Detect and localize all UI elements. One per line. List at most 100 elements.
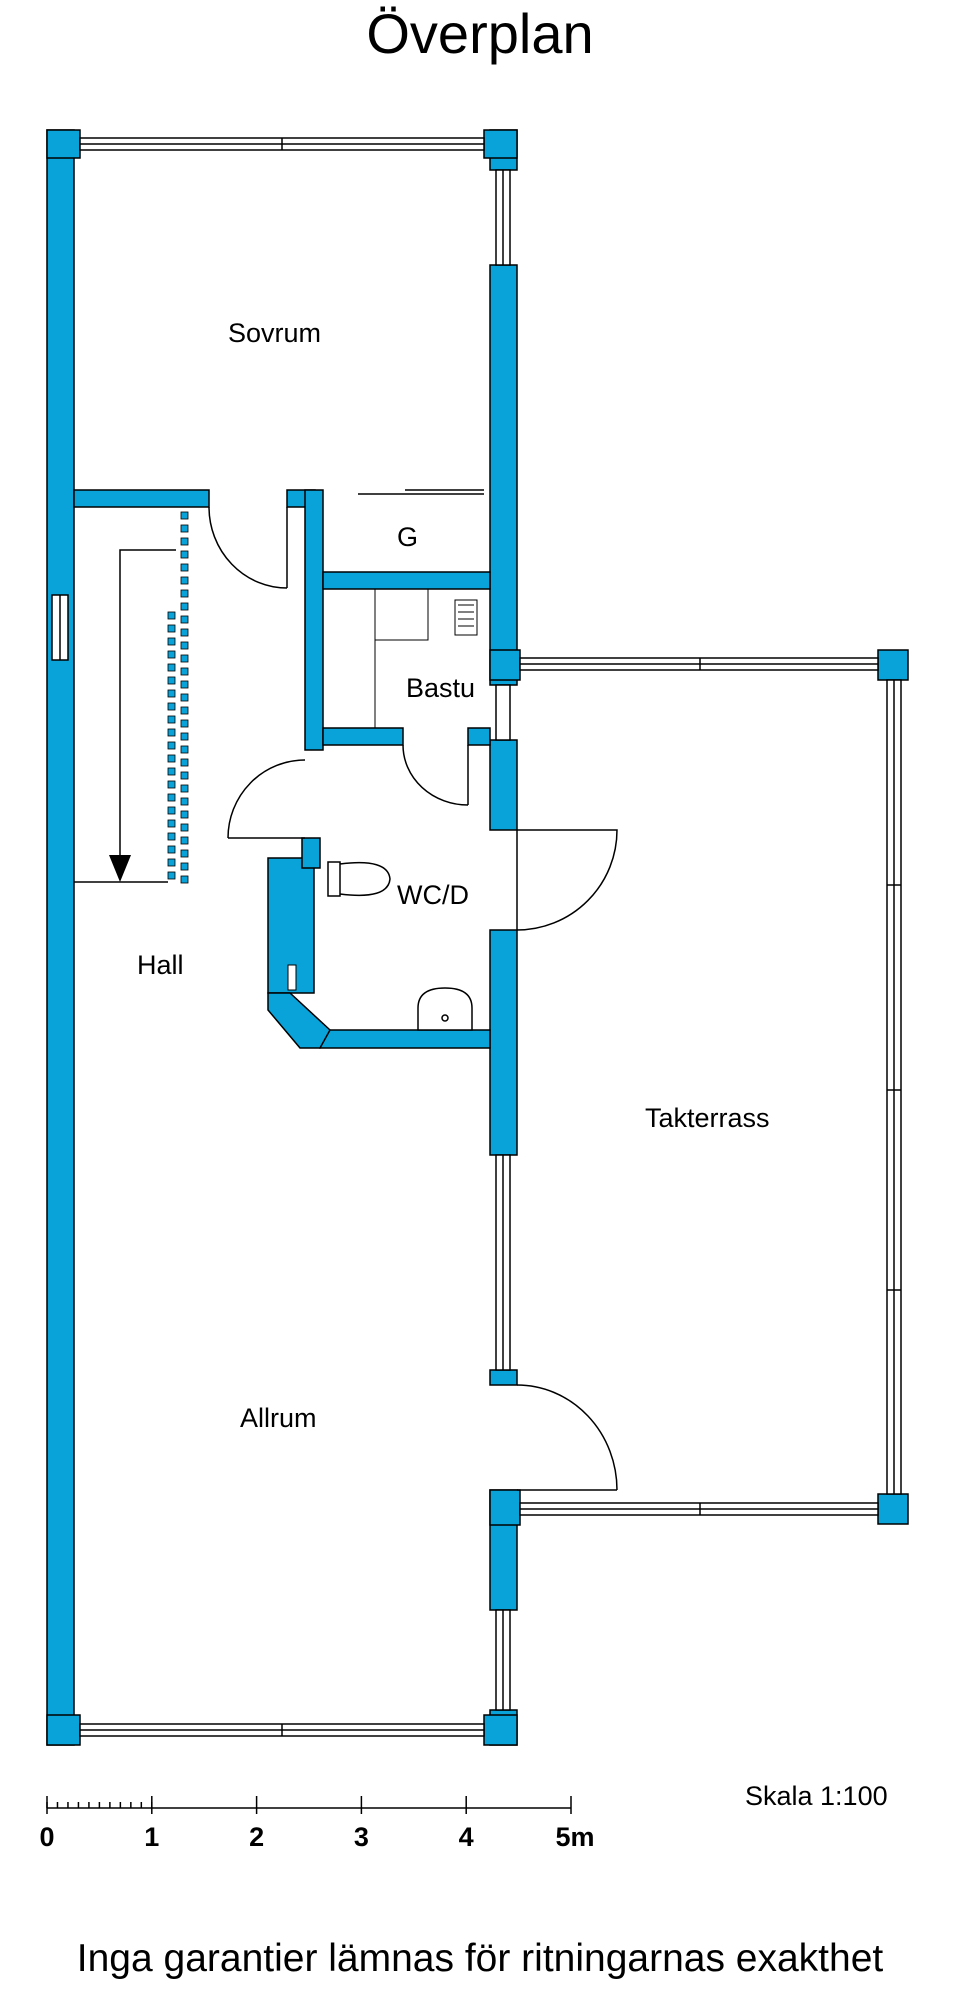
scale-label: 3 (354, 1822, 369, 1852)
stair-dot (167, 754, 176, 763)
stair-dot (180, 862, 189, 871)
stair-dot (180, 615, 189, 624)
stair-dot (167, 871, 176, 880)
wall-left (46, 129, 75, 1746)
scale-label: 4 (459, 1822, 474, 1852)
stair-dot (167, 806, 176, 815)
scale-label: 0 (39, 1822, 54, 1852)
room-label-sovrum: Sovrum (228, 318, 321, 348)
corner-bottom-right (483, 1714, 518, 1746)
doors (208, 489, 618, 1491)
stair-dot (180, 693, 189, 702)
room-label-wc: WC/D (397, 880, 469, 910)
toilet-icon (327, 861, 391, 897)
stair-dot (167, 663, 176, 672)
stair-dot (167, 780, 176, 789)
stair-railing-dots-inner (167, 611, 176, 880)
stair-dot (180, 758, 189, 767)
corner-terrace-tl (489, 649, 521, 681)
sink-icon (417, 987, 473, 1031)
stair-dot (167, 650, 176, 659)
corner-bottom-left (46, 1714, 81, 1746)
windows (51, 137, 902, 1737)
room-label-g: G (397, 522, 418, 552)
stair-dot (180, 849, 189, 858)
stair-dot (180, 576, 189, 585)
stair-dot (180, 602, 189, 611)
stair-dot (180, 680, 189, 689)
stair-dot (167, 611, 176, 620)
door-sovrum (208, 506, 288, 589)
door-wc-right (516, 829, 618, 931)
disclaimer: Inga garantier lämnas för ritningarnas e… (76, 1937, 884, 1980)
window-bastu (495, 684, 511, 741)
wall-wc-diagonal (267, 992, 331, 1049)
scale-text: Skala 1:100 (745, 1781, 888, 1811)
stair-dot (180, 797, 189, 806)
scale-label: 2 (249, 1822, 264, 1852)
stair-arrow-head (109, 855, 131, 882)
stair-dot (167, 767, 176, 776)
corner-terrace-br (877, 1493, 909, 1525)
corner-top-right (483, 129, 518, 159)
stair-dot (180, 537, 189, 546)
room-label-hall: Hall (137, 950, 184, 980)
stair-railing-dots (180, 511, 189, 884)
stair-dot (180, 667, 189, 676)
stair-dot (167, 676, 176, 685)
stair-dot (167, 728, 176, 737)
wall-g-left (304, 489, 324, 751)
stair-dot (180, 563, 189, 572)
wall-sovrum-left (73, 489, 210, 508)
wall-right-mid (489, 264, 518, 686)
wall-right-door (489, 1369, 518, 1386)
stair-dot (180, 654, 189, 663)
stair-dot (167, 845, 176, 854)
stair-dot (167, 832, 176, 841)
corner-terrace-tr (877, 649, 909, 681)
scale-bar (46, 1796, 572, 1814)
wall-bastu-bottom-a (322, 727, 404, 746)
wall-right-wc2 (489, 929, 518, 1156)
scale-label: 1 (144, 1822, 159, 1852)
plan-title: Överplan (366, 2, 594, 65)
stair-dot (180, 641, 189, 650)
stair-dot (167, 858, 176, 867)
stair-dot (180, 732, 189, 741)
door-wc-left (227, 759, 306, 839)
stair-arrow-line (119, 549, 176, 860)
stair-dot (167, 702, 176, 711)
corner-terrace-bl (489, 1489, 521, 1526)
stair-dot (180, 550, 189, 559)
wall-wc-top (301, 837, 321, 869)
stair-dot (167, 637, 176, 646)
stair-dot (180, 706, 189, 715)
stair-dot (167, 819, 176, 828)
wall-wc-bottom (319, 1029, 491, 1049)
stair-dot (180, 628, 189, 637)
stair-dot (180, 511, 189, 520)
stair-dot (180, 823, 189, 832)
stair-dot (180, 745, 189, 754)
sauna-benches (374, 589, 478, 728)
wc-fixtures (287, 861, 473, 1031)
stair-dot (167, 741, 176, 750)
stair-dot (180, 589, 189, 598)
stair-dot (167, 793, 176, 802)
room-label-bastu: Bastu (406, 673, 475, 703)
walls (46, 129, 909, 1746)
tap-icon (287, 964, 297, 991)
room-label-takterrass: Takterrass (645, 1103, 770, 1133)
stair-dot (167, 715, 176, 724)
stair-dot (180, 524, 189, 533)
wall-right-wc (489, 739, 518, 831)
scale-label: 5m (555, 1822, 594, 1852)
door-bastu (402, 744, 469, 806)
stair-dot (180, 810, 189, 819)
wall-g-bastu (322, 571, 491, 590)
stair-dot (180, 836, 189, 845)
corner-top-left (46, 129, 81, 159)
wall-bastu-bottom-b (467, 727, 491, 746)
stair-dot (180, 784, 189, 793)
stair-dot (180, 875, 189, 884)
